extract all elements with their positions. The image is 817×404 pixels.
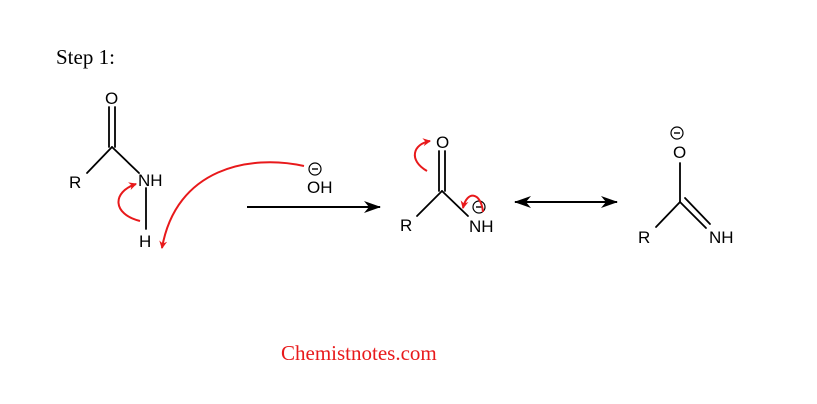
imidate-r-label: R bbox=[638, 228, 650, 247]
imidate-c-r-bond bbox=[655, 201, 681, 228]
curly-arrow-pi-to-oxygen bbox=[414, 138, 431, 172]
anion-c-r-bond bbox=[416, 190, 443, 217]
c-n-bond bbox=[111, 146, 140, 174]
imidate-molecule: O R NH bbox=[638, 126, 734, 247]
amide-hydrogen-label: H bbox=[139, 232, 151, 251]
imidate-c-n-double-bond-a bbox=[679, 201, 707, 229]
imidate-nitrogen-label: NH bbox=[709, 228, 734, 247]
watermark-text: Chemistnotes.com bbox=[281, 341, 437, 365]
imidate-c-n-double-bond-b bbox=[684, 197, 711, 225]
imidate-oxygen-label: O bbox=[673, 143, 686, 162]
anion-c-n-bond bbox=[441, 190, 469, 217]
curly-arrow-hydroxide-to-h bbox=[159, 161, 305, 249]
curly-arrow-nh-bond bbox=[117, 182, 141, 222]
amide-anion-molecule: O R NH bbox=[400, 133, 494, 236]
anion-r-label: R bbox=[400, 216, 412, 235]
hydroxide-label: OH bbox=[307, 178, 333, 197]
c-r-bond bbox=[86, 146, 113, 174]
anion-nitrogen-label: NH bbox=[469, 217, 494, 236]
amide-r-label: R bbox=[69, 173, 81, 192]
amide-nitrogen-label: NH bbox=[138, 171, 163, 190]
step-label: Step 1: bbox=[56, 45, 115, 69]
hydroxide-charge-circle bbox=[308, 162, 322, 176]
imidate-oxygen-charge-circle bbox=[670, 126, 684, 140]
amide-molecule: O R NH H bbox=[69, 89, 163, 251]
amide-oxygen-label: O bbox=[105, 89, 118, 108]
curly-arrow-n-lone-pair bbox=[460, 194, 484, 213]
hydroxide-reagent: OH bbox=[307, 162, 333, 197]
anion-oxygen-label: O bbox=[436, 133, 449, 152]
